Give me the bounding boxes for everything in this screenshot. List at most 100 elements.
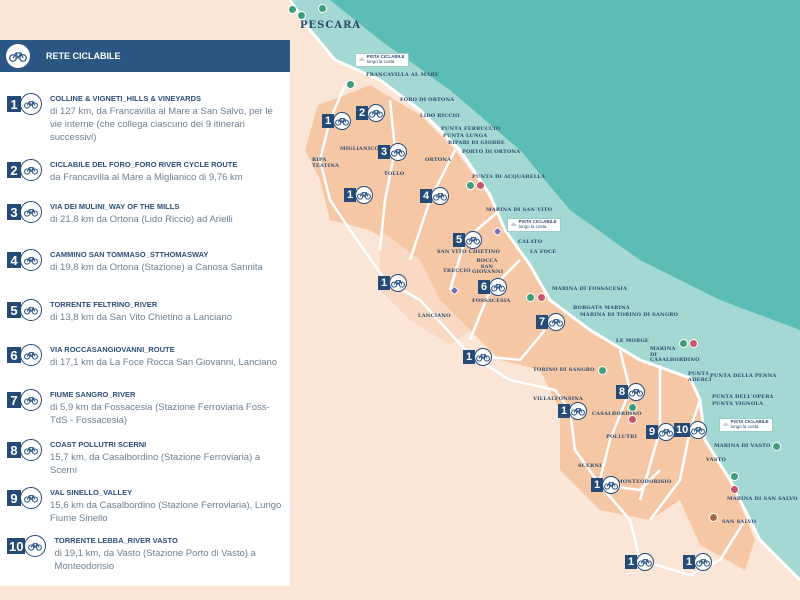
place-label: PUNTA DELL'OPERA bbox=[712, 394, 774, 400]
place-label: MIGLIANICO bbox=[340, 146, 380, 152]
bicycle-icon bbox=[20, 93, 42, 115]
route-title: COAST POLLUTRI SCERNI bbox=[50, 440, 147, 449]
place-label: MARINA DI VASTO bbox=[714, 443, 771, 449]
route-description: di 127 km, da Francavilla al Mare a San … bbox=[50, 106, 273, 143]
legend-title: RETE CICLABILE bbox=[46, 51, 121, 61]
route-number: 4 bbox=[420, 189, 432, 203]
place-label: LA FOCE bbox=[530, 249, 557, 255]
place-label: PUNTA DI ACQUABELLA bbox=[472, 174, 546, 180]
route-description: di 13,8 km da San Vito Chietino a Lancia… bbox=[50, 312, 233, 323]
route-title: VIA ROCCASANGIOVANNI_ROUTE bbox=[50, 345, 175, 354]
route-marker[interactable]: 3 bbox=[378, 142, 407, 162]
tag-title: PISTA CICLABILE bbox=[730, 419, 769, 424]
bicycle-icon bbox=[24, 535, 47, 557]
route-marker[interactable]: 1 bbox=[683, 552, 712, 572]
place-label: MARINA DI FOSSACESIA bbox=[552, 286, 628, 292]
bicycle-icon: 🚲 bbox=[723, 421, 729, 427]
bicycle-icon bbox=[694, 553, 712, 571]
route-title: VAL SINELLO_VALLEY bbox=[50, 488, 133, 497]
bicycle-icon: 🚲 bbox=[359, 56, 365, 62]
route-description: 15,7 km, da Casalbordino (Stazione Ferro… bbox=[50, 452, 261, 476]
bicycle-icon bbox=[333, 112, 351, 130]
bicycle-icon bbox=[389, 274, 407, 292]
route-number: 8 bbox=[616, 385, 628, 399]
place-label: RIPA TEATINA bbox=[312, 157, 340, 169]
route-marker[interactable]: 10 bbox=[674, 420, 708, 440]
poi-red-icon bbox=[628, 415, 637, 424]
route-number: 1 bbox=[463, 350, 475, 364]
route-marker[interactable]: 1 bbox=[378, 273, 407, 293]
route-marker[interactable]: 1 bbox=[625, 552, 654, 572]
route-item[interactable]: 8 COAST POLLUTRI SCERNI 15,7 km, da Casalb… bbox=[7, 438, 285, 477]
route-marker[interactable]: 5 bbox=[453, 230, 482, 250]
route-number: 9 bbox=[646, 425, 658, 439]
bicycle-icon bbox=[474, 348, 492, 366]
route-number: 1 bbox=[344, 188, 356, 202]
route-marker[interactable]: 4 bbox=[420, 186, 449, 206]
route-badge: 9 bbox=[7, 486, 42, 510]
route-number: 3 bbox=[378, 145, 390, 159]
poi-red-icon bbox=[537, 293, 546, 302]
route-number: 6 bbox=[7, 347, 21, 363]
bicycle-icon bbox=[431, 187, 449, 205]
poi-castle-icon bbox=[709, 513, 718, 522]
route-marker[interactable]: 1 bbox=[322, 111, 351, 131]
route-marker[interactable]: 2 bbox=[356, 103, 385, 123]
poi-green-icon bbox=[679, 339, 688, 348]
route-number: 10 bbox=[674, 423, 691, 437]
bicycle-icon bbox=[20, 159, 42, 181]
poi-red-icon bbox=[689, 339, 698, 348]
route-description: di 19,8 km da Ortona (Stazione) a Canosa… bbox=[50, 262, 263, 273]
zone-hills bbox=[305, 85, 755, 570]
place-label: MARINA DI CASALBORDINO bbox=[650, 346, 700, 363]
route-marker[interactable]: 1 bbox=[591, 475, 620, 495]
tag-title: PISTA CICLABILE bbox=[518, 219, 557, 224]
route-description: di 19,1 km, da Vasto (Stazione Porto di … bbox=[54, 548, 256, 572]
bicycle-icon bbox=[20, 249, 42, 271]
poi-green-icon bbox=[466, 181, 475, 190]
route-badge: 6 bbox=[7, 343, 42, 367]
route-number: 5 bbox=[7, 302, 21, 318]
bicycle-icon bbox=[389, 143, 407, 161]
route-marker[interactable]: 9 bbox=[646, 422, 675, 442]
route-badge: 2 bbox=[7, 158, 42, 182]
route-marker[interactable]: 8 bbox=[616, 382, 645, 402]
route-marker[interactable]: 1 bbox=[558, 401, 587, 421]
route-marker[interactable]: 1 bbox=[344, 185, 373, 205]
route-marker[interactable]: 7 bbox=[536, 312, 565, 332]
bicycle-icon: 🚲 bbox=[511, 221, 517, 227]
tag-sub: lungo la costa bbox=[730, 423, 759, 429]
place-label: FRANCAVILLA AL MARE bbox=[366, 72, 439, 78]
place-label: MARINA DI TORINO DI SANGRO bbox=[580, 312, 679, 318]
bicycle-icon bbox=[20, 299, 42, 321]
place-label: LANCIANO bbox=[418, 313, 451, 319]
tag-sub: lungo la costa bbox=[366, 58, 395, 64]
route-title: VIA DEI MULINI_WAY OF THE MILLS bbox=[50, 202, 180, 211]
place-label: MARINA DI SAN SALVO bbox=[727, 496, 798, 502]
place-label: POLLUTRI bbox=[606, 434, 638, 440]
coast-road bbox=[288, 0, 800, 582]
route-badge: 8 bbox=[7, 438, 42, 462]
place-label: PUNTA FERRUCCIO bbox=[441, 126, 501, 132]
route-description: di 5,9 km da Fossacesia (Stazione Ferrov… bbox=[50, 402, 270, 426]
place-label: BORGATA MARINA bbox=[573, 305, 630, 311]
route-badge: 7 bbox=[7, 388, 42, 412]
place-label: PUNTA DELLA PENNA bbox=[710, 373, 777, 379]
route-number: 9 bbox=[7, 490, 21, 506]
route-number: 5 bbox=[453, 233, 465, 247]
place-label: CALATO bbox=[518, 239, 543, 245]
poi-green-icon bbox=[346, 80, 355, 89]
route-marker[interactable]: 6 bbox=[478, 277, 507, 297]
route-marker[interactable]: 1 bbox=[463, 347, 492, 367]
poi-green-icon bbox=[526, 293, 535, 302]
